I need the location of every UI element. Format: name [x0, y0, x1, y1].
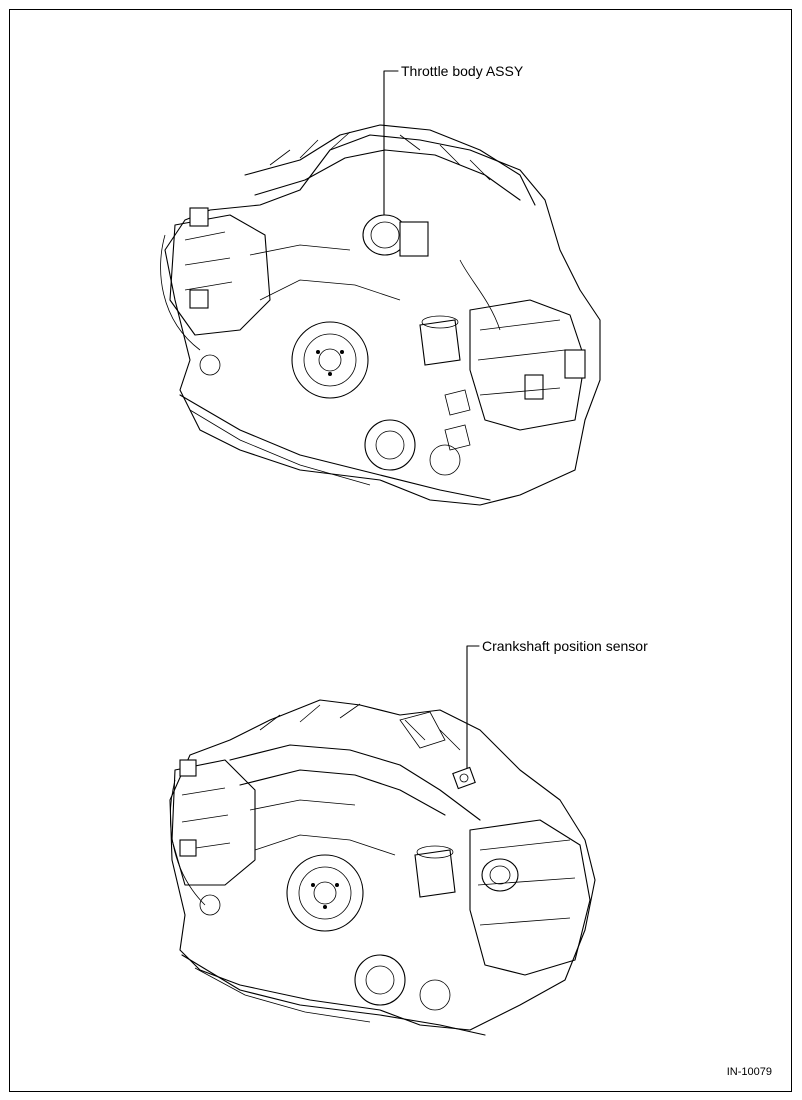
crankshaft-position-sensor-label: Crankshaft position sensor	[482, 638, 648, 654]
figure-frame	[9, 9, 792, 1092]
engine-top-view	[160, 124, 601, 506]
engine-bottom-view	[169, 699, 596, 1036]
crankshaft-sensor-leader-line	[466, 645, 480, 776]
throttle-body-label: Throttle body ASSY	[401, 63, 524, 79]
throttle-body-leader-line	[383, 70, 399, 216]
figure-id: IN-10079	[726, 1066, 772, 1078]
crankshaft-position-sensor-part	[452, 766, 476, 790]
